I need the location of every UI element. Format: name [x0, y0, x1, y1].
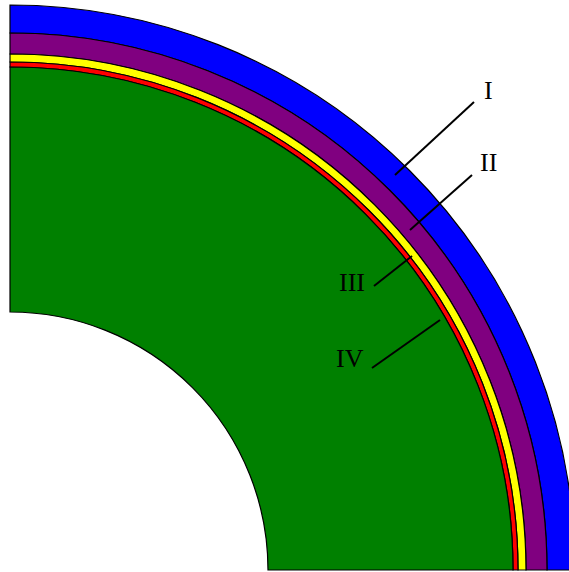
leader-line — [372, 320, 440, 368]
leader-line — [374, 256, 412, 286]
layer-label: IV — [336, 346, 363, 372]
layer-label: III — [339, 270, 365, 296]
layer-label: II — [480, 150, 497, 176]
leader-line — [395, 102, 474, 175]
leader-line — [410, 175, 472, 230]
second-layer — [10, 33, 547, 570]
layer-label: I — [484, 78, 493, 104]
fourth-layer — [10, 62, 518, 570]
core-layer — [10, 67, 513, 570]
third-layer — [10, 54, 526, 570]
outer-layer — [10, 5, 569, 570]
